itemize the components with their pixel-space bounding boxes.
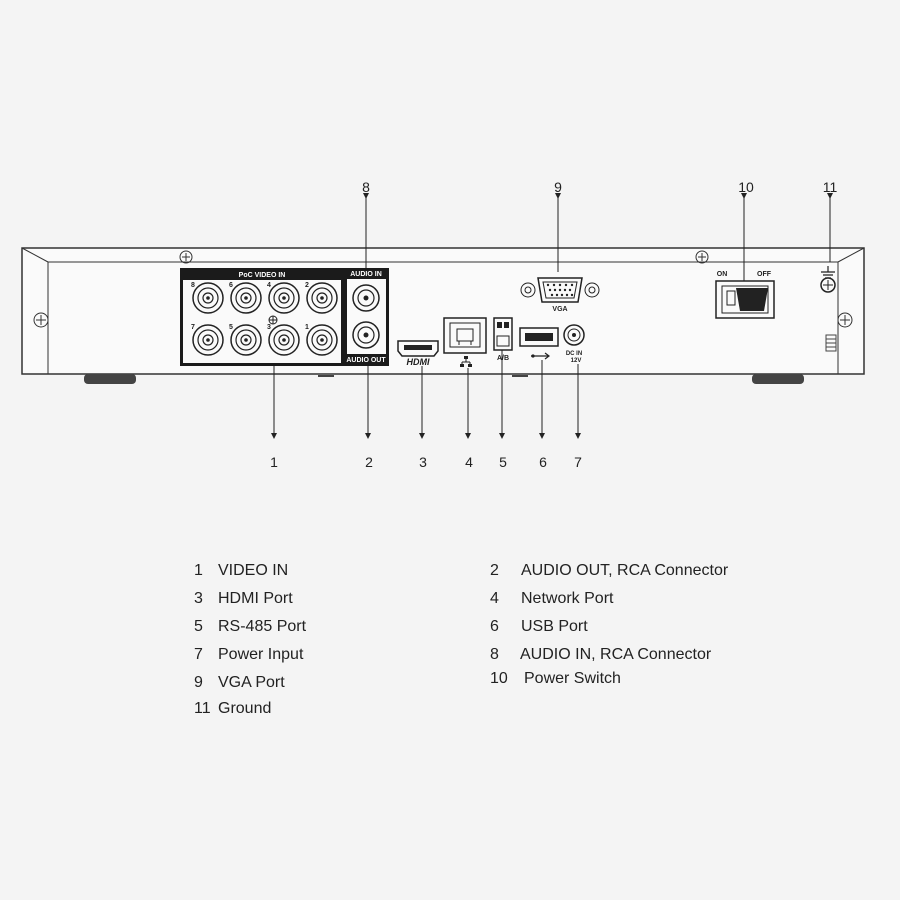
audio-in-rca-connector <box>352 284 380 312</box>
bnc-connector <box>268 324 300 356</box>
screw-icon <box>33 312 49 328</box>
callout-3: 3 <box>419 454 427 470</box>
callout-4: 4 <box>465 454 473 470</box>
bnc-connector <box>230 282 262 314</box>
legend-item: 1 VIDEO IN <box>194 562 288 580</box>
bnc-channel-number: 7 <box>191 324 195 331</box>
legend-item: 11 Ground <box>194 700 271 718</box>
vga-pins <box>546 283 574 297</box>
legend-num: 3 <box>194 590 203 607</box>
legend-item: 8 AUDIO IN, RCA Connector <box>490 646 711 664</box>
legend-item: 5 RS-485 Port <box>194 618 306 636</box>
bnc-connector <box>192 282 224 314</box>
ground-icon <box>268 315 278 325</box>
audio-in-label: AUDIO IN <box>350 271 382 278</box>
legend-label: Ground <box>218 700 272 717</box>
legend-num: 2 <box>490 562 499 579</box>
vent-grille <box>825 334 837 352</box>
legend-label: Power Input <box>218 646 304 663</box>
dc-volt-label: 12V <box>571 358 582 364</box>
legend-num: 5 <box>194 618 203 635</box>
callout-1: 1 <box>270 454 278 470</box>
legend-num: 11 <box>194 700 211 717</box>
bnc-channel-number: 5 <box>229 324 233 331</box>
bnc-connector <box>306 324 338 356</box>
bnc-connector <box>192 324 224 356</box>
vga-port: VGA <box>520 277 600 313</box>
legend-label: AUDIO OUT, RCA Connector <box>521 562 729 579</box>
audio-block: AUDIO IN AUDIO OUT <box>344 268 389 366</box>
legend-num: 8 <box>490 646 499 663</box>
screw-icon <box>179 250 193 264</box>
usb-port <box>519 327 559 360</box>
screw-icon <box>837 312 853 328</box>
legend-label: HDMI Port <box>218 590 293 607</box>
legend-num: 1 <box>194 562 203 579</box>
hdmi-label: HDMI <box>407 357 430 367</box>
legend-item: 10 Power Switch <box>490 670 621 688</box>
legend-num: 7 <box>194 646 203 663</box>
power-switch: ON OFF <box>715 271 775 319</box>
callout-5: 5 <box>499 454 507 470</box>
legend-label: VIDEO IN <box>218 562 289 579</box>
legend-item: 7 Power Input <box>194 646 303 664</box>
legend-item: 9 VGA Port <box>194 674 285 692</box>
legend-num: 9 <box>194 674 203 691</box>
network-port <box>443 317 487 367</box>
bnc-channel-number: 3 <box>267 324 271 331</box>
callout-6: 6 <box>539 454 547 470</box>
callout-8: 8 <box>362 179 370 195</box>
bnc-channel-number: 4 <box>267 282 271 289</box>
bnc-channel-number: 6 <box>229 282 233 289</box>
callout-2: 2 <box>365 454 373 470</box>
ground-terminal <box>820 266 836 293</box>
poc-video-in-block: PoC VIDEO IN 8 6 4 2 7 5 3 1 <box>180 268 344 366</box>
rs485-port: A/B <box>493 317 513 362</box>
legend-item: 4 Network Port <box>490 590 613 608</box>
audio-out-label: AUDIO OUT <box>346 357 386 364</box>
legend-label: RS-485 Port <box>218 618 307 635</box>
rs485-label: A/B <box>497 355 509 362</box>
callout-10: 10 <box>738 179 754 195</box>
switch-on-label: ON <box>717 271 728 278</box>
switch-off-label: OFF <box>757 271 772 278</box>
callout-7: 7 <box>574 454 582 470</box>
audio-out-rca-connector <box>352 321 380 349</box>
bnc-channel-number: 2 <box>305 282 309 289</box>
hdmi-port: HDMI <box>397 340 439 367</box>
callout-9: 9 <box>554 179 562 195</box>
bnc-channel-number: 1 <box>305 324 309 331</box>
legend-num: 6 <box>490 618 499 635</box>
vga-label: VGA <box>552 306 567 313</box>
network-icon <box>460 356 472 367</box>
legend-label: VGA Port <box>218 674 285 691</box>
usb-icon <box>531 352 550 360</box>
callout-11: 11 <box>823 179 838 195</box>
callouts: 8 9 10 11 1 2 3 4 5 6 7 <box>270 179 837 470</box>
legend-label: Power Switch <box>524 670 621 687</box>
legend-item: 2 AUDIO OUT, RCA Connector <box>490 562 728 580</box>
legend-num: 4 <box>490 590 499 607</box>
bnc-connector <box>268 282 300 314</box>
legend-item: 6 USB Port <box>490 618 588 636</box>
screw-icon <box>695 250 709 264</box>
bnc-connector <box>230 324 262 356</box>
dc-in-port: DC IN 12V <box>563 324 585 364</box>
legend-label: Network Port <box>521 590 614 607</box>
bnc-connector <box>306 282 338 314</box>
legend-num: 10 <box>490 670 508 687</box>
legend-label: USB Port <box>521 618 588 635</box>
ground-icon <box>821 266 835 279</box>
legend-item: 3 HDMI Port <box>194 590 293 608</box>
poc-video-in-label: PoC VIDEO IN <box>239 272 286 279</box>
dc-in-label: DC IN <box>566 351 582 357</box>
bnc-channel-number: 8 <box>191 282 195 289</box>
legend-label: AUDIO IN, RCA Connector <box>520 646 712 663</box>
